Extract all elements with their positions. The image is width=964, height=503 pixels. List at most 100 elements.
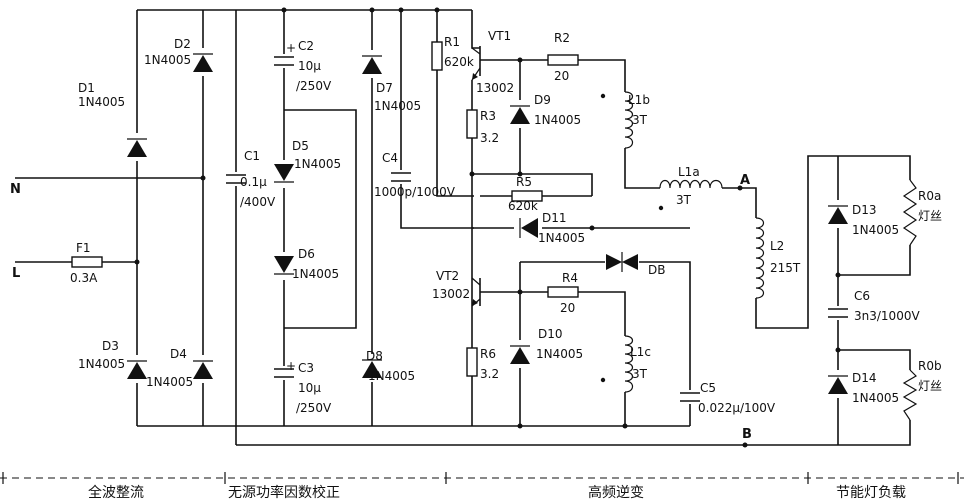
r0a-value: 灯丝 [918, 209, 942, 223]
diode-d14 [828, 370, 848, 398]
section-rectifier: 全波整流 [88, 484, 144, 501]
f1-name: F1 [76, 241, 91, 255]
c4-name: C4 [382, 151, 398, 165]
r6-value: 3.2 [480, 367, 499, 381]
r0b-name: R0b [918, 359, 942, 373]
c3-value2: /250V [296, 401, 332, 415]
inductor-l1b [618, 91, 634, 149]
input-l-label: L [12, 266, 20, 281]
r4-value: 20 [560, 301, 575, 315]
winding-dot [600, 377, 606, 383]
capacitor-c2 [274, 54, 294, 68]
inductor-l2 [749, 217, 765, 299]
diode-d3 [127, 355, 147, 383]
d11-name: D11 [542, 211, 567, 225]
d14-value: 1N4005 [852, 391, 899, 405]
filament-r0b [902, 369, 918, 421]
resistor-r2 [547, 54, 579, 66]
capacitor-c5 [680, 390, 700, 404]
r0a-name: R0a [918, 189, 941, 203]
d11-value: 1N4005 [538, 231, 585, 245]
d1-name: D1 [78, 81, 95, 95]
d4-value: 1N4005 [146, 375, 193, 389]
c2-value2: /250V [296, 79, 332, 93]
inductor-l1a [659, 178, 723, 190]
d9-value: 1N4005 [534, 113, 581, 127]
vt2-name: VT2 [436, 269, 459, 283]
d10-value: 1N4005 [536, 347, 583, 361]
diode-d1 [127, 133, 147, 161]
r5-name: R5 [516, 175, 532, 189]
resistor-r6 [466, 347, 478, 377]
filament-r0a [902, 179, 918, 246]
resistor-r4 [547, 286, 579, 298]
l1b-name: L1b [628, 93, 650, 107]
d1-value: 1N4005 [78, 95, 125, 109]
fuse-f1 [71, 256, 103, 268]
capacitor-c6 [828, 306, 848, 320]
junction-dots [134, 7, 841, 448]
l2-value: 215T [770, 261, 801, 275]
winding-dot [600, 93, 606, 99]
r1-value: 620k [444, 55, 474, 69]
d8-value: 1N4005 [368, 369, 415, 383]
r3-value: 3.2 [480, 131, 499, 145]
l1b-value: 3T [632, 113, 648, 127]
vt1-value: 13002 [476, 81, 514, 95]
c2-name: C2 [298, 39, 314, 53]
c5-value: 0.022μ/100V [698, 401, 776, 415]
d3-value: 1N4005 [78, 357, 125, 371]
c6-name: C6 [854, 289, 870, 303]
l1c-name: L1c [630, 345, 651, 359]
d8-name: D8 [366, 349, 383, 363]
d10-name: D10 [538, 327, 563, 341]
d7-name: D7 [376, 81, 393, 95]
transistor-vt2 [471, 277, 481, 307]
r5-value: 620k [508, 199, 538, 213]
d4-name: D4 [170, 347, 187, 361]
l1c-value: 3T [632, 367, 648, 381]
capacitor-c3 [274, 366, 294, 380]
transistor-vt1 [471, 46, 481, 81]
resistor-r3 [466, 109, 478, 139]
node-b-label: B [742, 427, 752, 442]
input-n-label: N [10, 182, 21, 197]
l2-name: L2 [770, 239, 784, 253]
d13-value: 1N4005 [852, 223, 899, 237]
c1-value2: /400V [240, 195, 276, 209]
c6-value: 3n3/1000V [854, 309, 920, 323]
r3-name: R3 [480, 109, 496, 123]
r6-name: R6 [480, 347, 496, 361]
diode-d2 [193, 48, 213, 76]
d6-value: 1N4005 [292, 267, 339, 281]
c4-value: 1000p/1000V [374, 185, 456, 199]
node-a-label: A [740, 173, 750, 188]
diode-d10 [510, 340, 530, 368]
db-name: DB [648, 263, 665, 277]
section-inverter: 高频逆变 [588, 484, 644, 501]
c1-name: C1 [244, 149, 260, 163]
vt2-value: 13002 [432, 287, 470, 301]
diode-d6 [274, 252, 294, 280]
r4-name: R4 [562, 271, 578, 285]
diode-d4 [193, 355, 213, 383]
winding-dot [658, 205, 664, 211]
diode-d5 [274, 160, 294, 188]
r2-name: R2 [554, 31, 570, 45]
section-ticks [2, 472, 959, 484]
l1a-name: L1a [678, 165, 700, 179]
r0b-value: 灯丝 [918, 379, 942, 393]
d9-name: D9 [534, 93, 551, 107]
d3-name: D3 [102, 339, 119, 353]
d14-name: D14 [852, 371, 877, 385]
diode-d11 [514, 218, 542, 238]
r1-name: R1 [444, 35, 460, 49]
c3-value1: 10μ [298, 381, 321, 395]
d5-name: D5 [292, 139, 309, 153]
section-pfc: 无源功率因数校正 [228, 484, 340, 501]
c3-name: C3 [298, 361, 314, 375]
l1a-value: 3T [676, 193, 692, 207]
diode-d7 [362, 50, 382, 78]
c2-value1: 10μ [298, 59, 321, 73]
capacitor-c1 [226, 172, 246, 186]
